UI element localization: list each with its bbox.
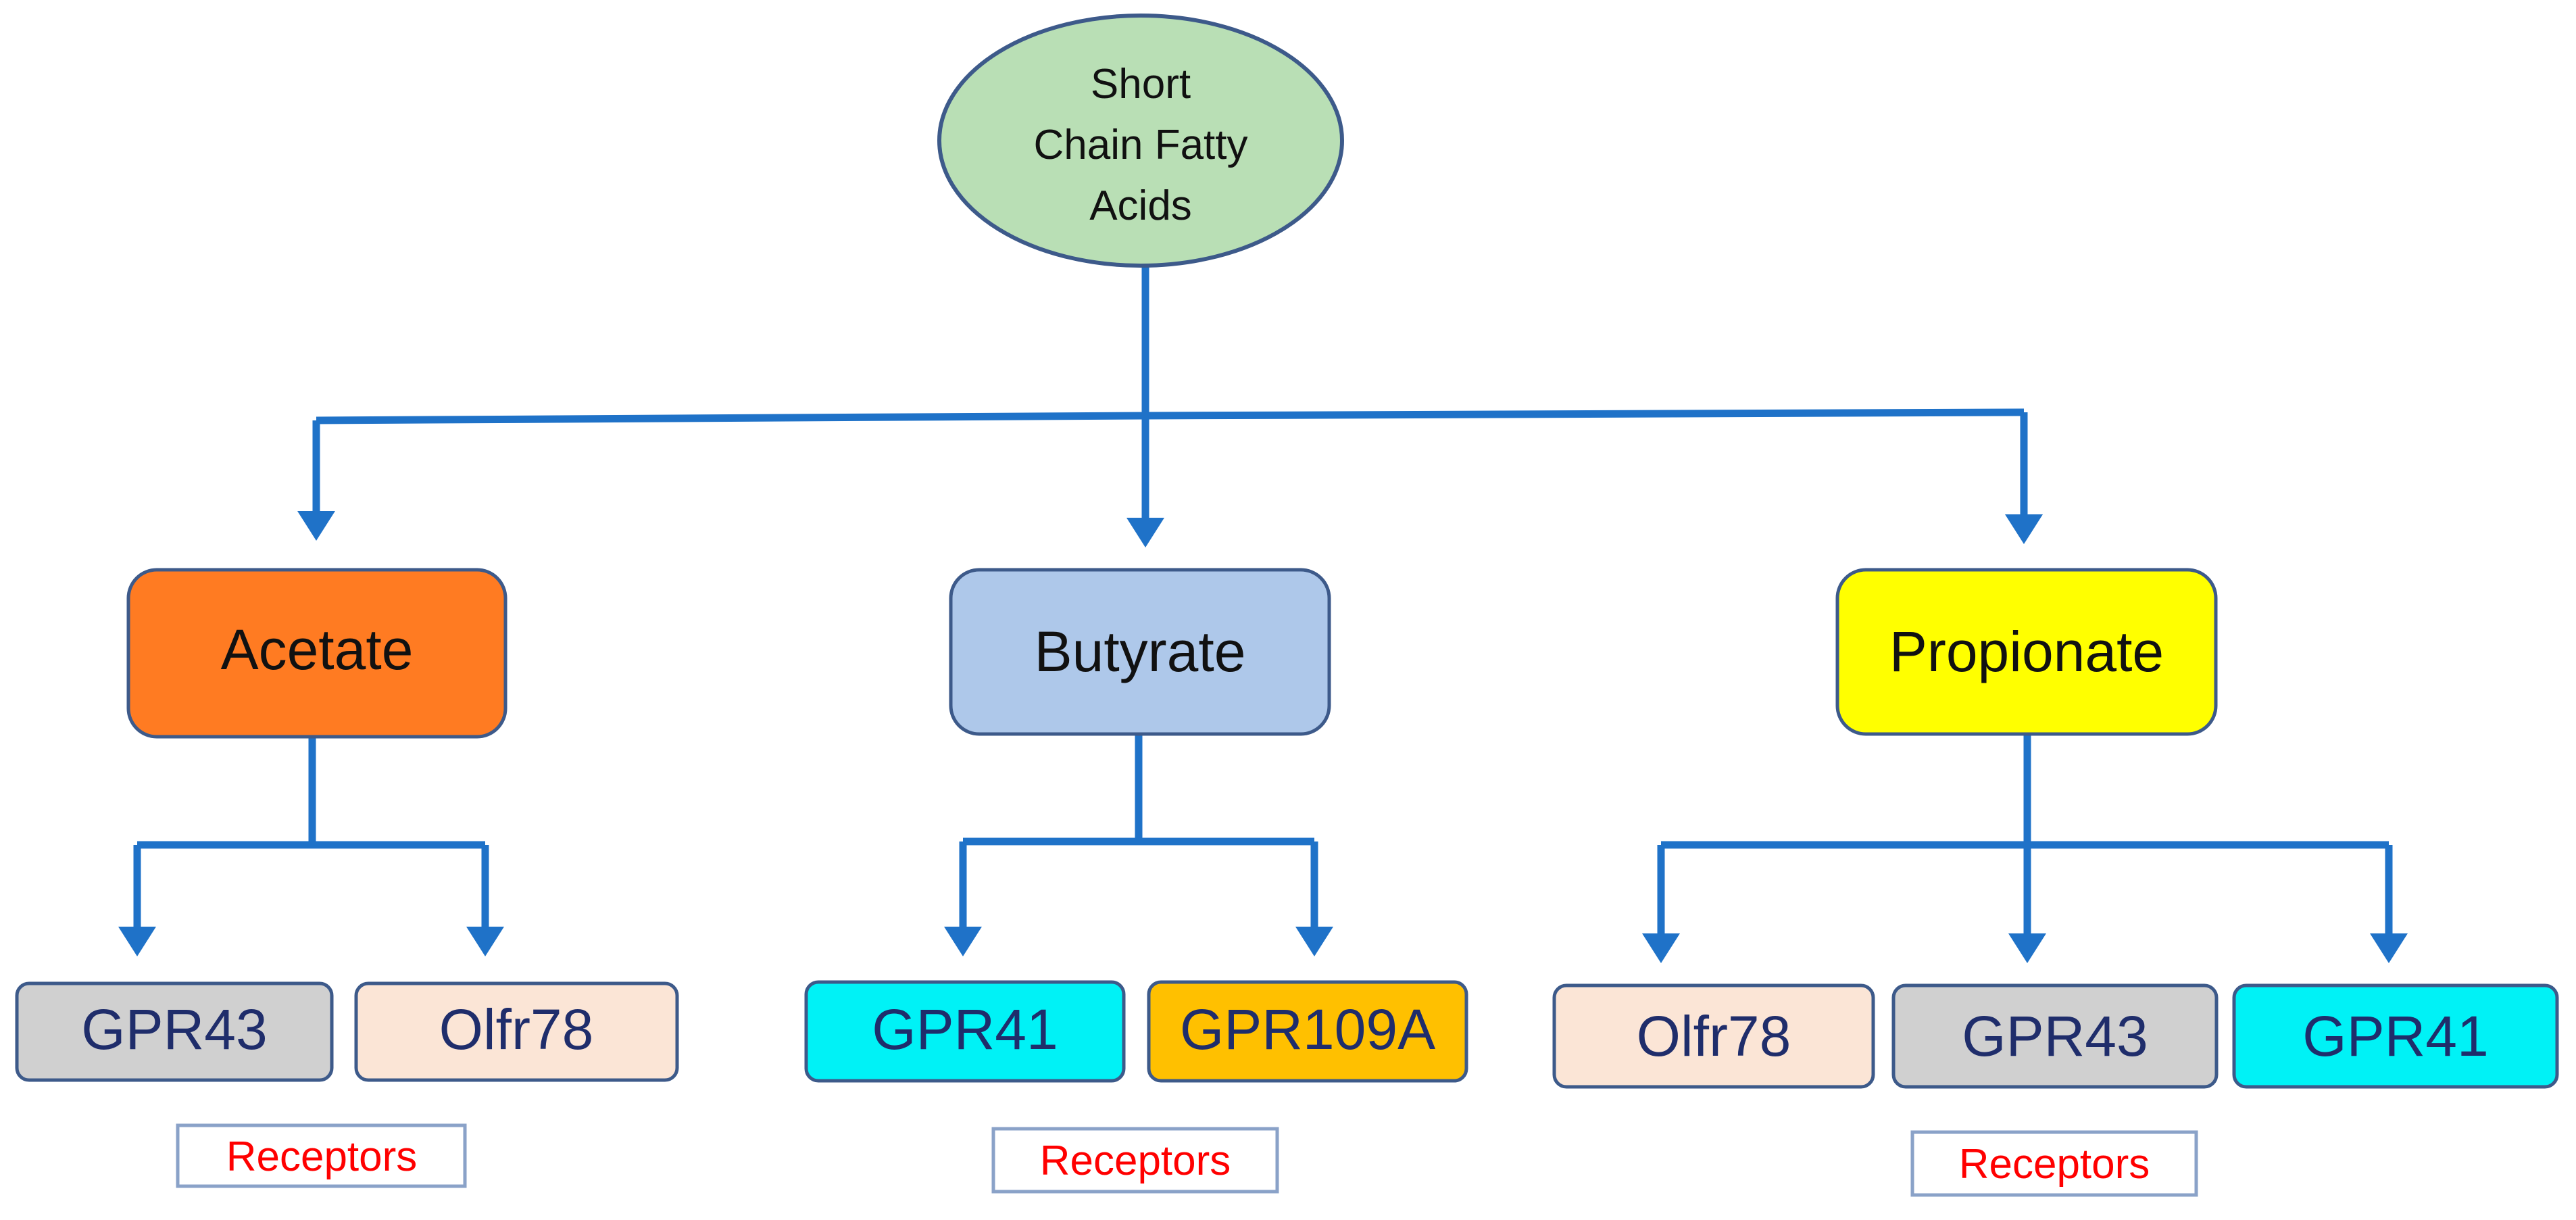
arrowhead-propionate-olfr78 [1642,933,1680,963]
receptor-node-acetate-olfr78-label: Olfr78 [439,998,594,1061]
receptor-node-propionate-gpr43: GPR43 [1891,983,2219,1089]
arrowhead-acetate-olfr78 [466,927,504,956]
receptors-label-propionate-frame [1910,1130,2198,1197]
receptors-label-butyrate-text: Receptors [1040,1138,1231,1184]
receptor-node-propionate-olfr78-shape [1552,983,1875,1089]
receptor-node-butyrate-gpr109a-label: GPR109A [1180,998,1435,1061]
receptor-node-acetate-gpr43-shape [15,981,334,1082]
acid-node-butyrate-shape [949,568,1331,736]
acid-node-acetate-shape [126,568,507,739]
receptor-node-acetate-olfr78: Olfr78 [354,981,679,1082]
receptors-label-propionate: Receptors [1910,1130,2198,1197]
arrowhead-butyrate-gpr109a [1295,927,1333,956]
arrowhead-propionate-gpr41 [2370,933,2408,963]
acid-node-butyrate: Butyrate [949,568,1331,736]
root-node-line-1: Short [1091,61,1191,107]
receptor-node-acetate-gpr43: GPR43 [15,981,334,1082]
receptor-node-propionate-gpr43-label: GPR43 [1962,1004,2148,1068]
receptor-node-propionate-gpr41-shape [2232,983,2559,1089]
root-node-line-2: Chain Fatty [1033,122,1247,168]
receptor-node-propionate-gpr41-label: GPR41 [2302,1004,2488,1068]
acid-node-propionate-label: Propionate [1889,620,2164,683]
receptors-label-butyrate: Receptors [991,1127,1279,1194]
root-node-shape [937,14,1344,268]
acid-node-butyrate-label: Butyrate [1035,620,1246,683]
arrowhead-acetate [297,511,335,541]
arrowhead-propionate [2005,514,2043,544]
receptor-node-butyrate-gpr41: GPR41 [804,980,1126,1083]
acid-node-acetate: Acetate [126,568,507,739]
receptors-label-butyrate-frame [991,1127,1279,1194]
receptor-node-propionate-olfr78: Olfr78 [1552,983,1875,1089]
receptors-label-propionate-text: Receptors [1959,1141,2150,1188]
arrowheads [118,511,2408,963]
receptor-node-butyrate-gpr109a-shape [1147,980,1468,1083]
receptor-node-propionate-olfr78-label: Olfr78 [1637,1004,1791,1068]
root-node: Short Chain Fatty Acids [937,14,1344,268]
receptor-node-butyrate-gpr41-label: GPR41 [872,998,1058,1061]
receptor-node-acetate-olfr78-shape [354,981,679,1082]
receptors-label-acetate-frame [176,1123,467,1188]
arrowhead-butyrate [1126,518,1164,547]
arrowhead-propionate-gpr43 [2008,933,2046,963]
root-node-line-3: Acids [1089,182,1192,229]
receptor-node-propionate-gpr41: GPR41 [2232,983,2559,1089]
arrowhead-butyrate-gpr41 [944,927,982,956]
receptor-node-butyrate-gpr109a: GPR109A [1147,980,1468,1083]
receptors-label-acetate-text: Receptors [226,1133,418,1180]
root-branch-bar [316,408,2025,424]
acid-node-acetate-label: Acetate [221,618,414,681]
receptors-label-acetate: Receptors [176,1123,467,1188]
receptor-node-propionate-gpr43-shape [1891,983,2219,1089]
receptor-node-butyrate-gpr41-shape [804,980,1126,1083]
acid-node-propionate-shape [1835,568,2218,736]
receptor-node-acetate-gpr43-label: GPR43 [81,998,267,1061]
arrowhead-acetate-gpr43 [118,927,156,956]
acid-node-propionate: Propionate [1835,568,2218,736]
connector-lines [133,267,2393,936]
